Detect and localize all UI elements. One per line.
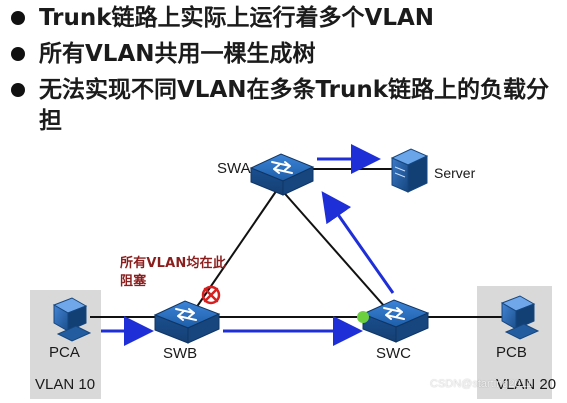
vlan-10-label: VLAN 10 xyxy=(35,376,96,393)
bullet-item-1: Trunk链路上实际上运行着多个VLAN xyxy=(11,3,557,34)
swb-label: SWB xyxy=(163,345,198,362)
blocked-port-icon xyxy=(201,285,221,305)
pca-label: PCA xyxy=(49,344,80,361)
swa-label: SWA xyxy=(217,160,251,177)
bullet-text-1: Trunk链路上实际上运行着多个VLAN xyxy=(39,5,435,31)
computer-icon xyxy=(52,297,92,342)
bullet-dot-icon xyxy=(11,47,25,61)
bullet-dot-icon xyxy=(11,11,25,25)
switch-icon xyxy=(153,300,221,344)
forwarding-port-icon xyxy=(357,311,369,323)
vlan-20-label: VLAN 20 xyxy=(496,376,557,393)
bullet-text-3: 无法实现不同VLAN在多条Trunk链路上的负载分担 xyxy=(39,77,550,134)
bullet-item-2: 所有VLAN共用一棵生成树 xyxy=(11,39,557,70)
link-swa-swc xyxy=(278,186,386,308)
watermark-text: CSDN@starting2011 xyxy=(430,378,533,390)
switch-icon xyxy=(249,153,315,196)
bullet-text-2: 所有VLAN共用一棵生成树 xyxy=(39,41,316,67)
traffic-arrow-swc-swa xyxy=(321,191,395,294)
bullet-item-3: 无法实现不同VLAN在多条Trunk链路上的负载分担 xyxy=(11,75,557,137)
blocking-annotation: 所有VLAN均在此阻塞 xyxy=(120,256,227,289)
server-icon xyxy=(390,148,429,193)
pcb-label: PCB xyxy=(496,344,527,361)
server-label: Server xyxy=(434,165,476,181)
computer-icon xyxy=(500,295,540,340)
bullet-list: Trunk链路上实际上运行着多个VLAN 所有VLAN共用一棵生成树 无法实现不… xyxy=(11,3,557,142)
bullet-dot-icon xyxy=(11,83,25,97)
switch-icon xyxy=(361,299,430,343)
swc-label: SWC xyxy=(376,345,411,362)
